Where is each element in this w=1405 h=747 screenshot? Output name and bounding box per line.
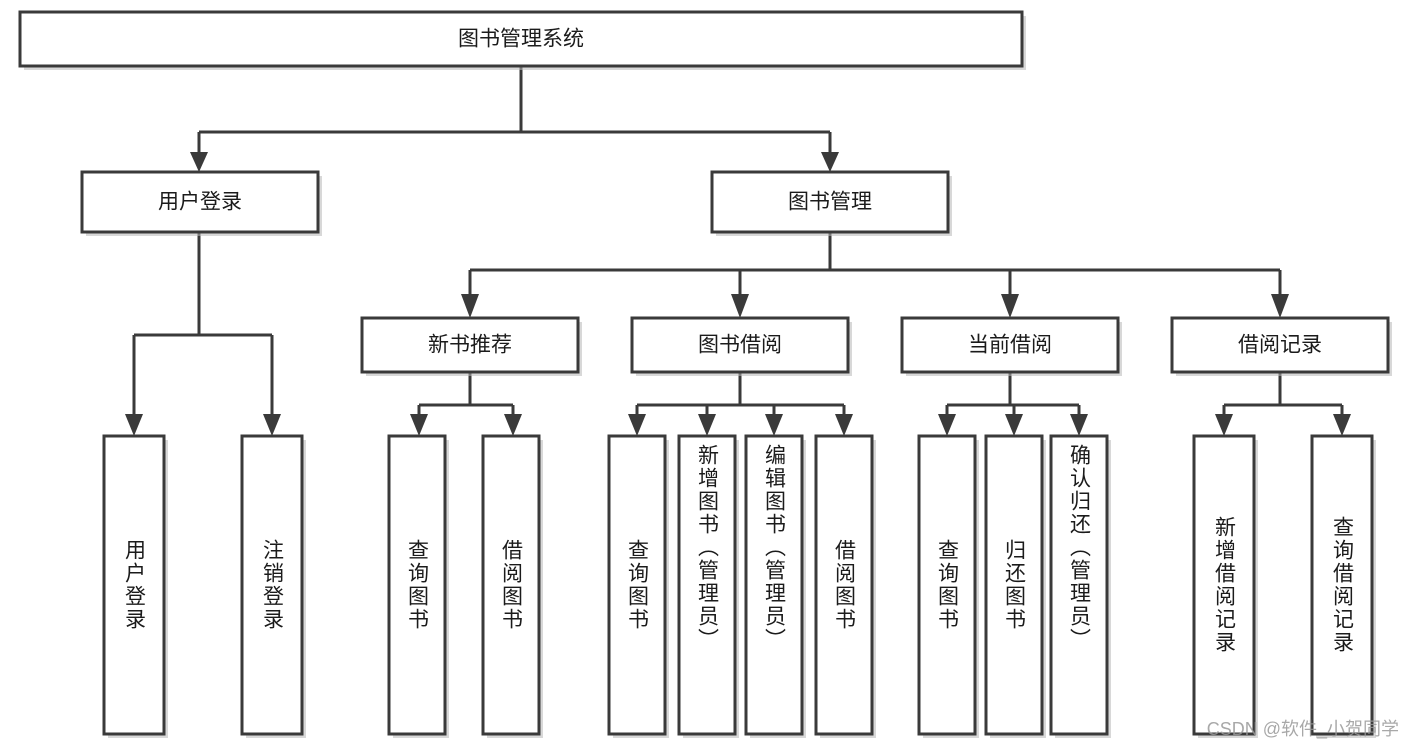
current-borrow-node-box[interactable] [900,316,1120,374]
new-book-node-box[interactable] [360,316,580,374]
book-borrow-node-box[interactable] [630,316,850,374]
arrow-to-book-borrow [731,294,749,318]
leaf-box-br-add[interactable] [1192,434,1256,736]
arrow-book-borrow-leaf2 [698,414,716,436]
arrow-borrow-record-leaf1 [1215,414,1233,436]
leaf-box-logout[interactable] [240,434,304,736]
connector-group [125,66,1351,436]
arrow-new-book-leaf2 [504,414,522,436]
leaf-box-bb-add[interactable] [677,434,737,736]
leaf-box-bb-edit[interactable] [744,434,804,736]
arrow-new-book-leaf1 [410,414,428,436]
leaf-box-cb-return[interactable] [984,434,1044,736]
leaf-box-cb-query[interactable] [917,434,977,736]
arrow-current-borrow-leaf2 [1005,414,1023,436]
book-manage-node-label: 图书管理 [788,191,872,214]
leaf-box-nb-borrow[interactable] [481,434,541,736]
watermark-text: CSDN @软件_小贺同学 [1206,719,1399,739]
user-login-node-label: 用户登录 [158,191,242,214]
arrow-user-login-leaf1 [125,414,143,436]
arrow-to-book-manage [821,152,839,172]
arrow-borrow-record-leaf2 [1333,414,1351,436]
leaf-box-bb-borrow[interactable] [814,434,874,736]
arrow-book-borrow-leaf1 [628,414,646,436]
leaf-box-bb-query[interactable] [607,434,667,736]
arrow-current-borrow-leaf1 [938,414,956,436]
user-login-node-box[interactable] [80,170,320,234]
book-manage-node-box[interactable] [710,170,950,234]
node-box-group [18,10,1392,738]
book-borrow-node-label: 图书借阅 [698,334,782,357]
arrow-to-current-borrow [1001,294,1019,318]
borrow-record-node-label: 借阅记录 [1238,334,1322,357]
root-node-box[interactable] [18,10,1024,68]
leaf-box-br-query[interactable] [1310,434,1374,736]
horizontal-label-group: 图书管理系统 用户登录 图书管理 新书推荐 图书借阅 当前借阅 借阅记录 [158,28,1322,357]
leaf-box-user-login[interactable] [102,434,166,736]
arrow-to-borrow-record [1271,294,1289,318]
arrow-book-borrow-leaf3 [765,414,783,436]
current-borrow-node-label: 当前借阅 [968,334,1052,357]
arrow-to-user-login [190,152,208,172]
root-node-label: 图书管理系统 [458,28,584,51]
arrow-to-new-book [461,294,479,318]
leaf-box-cb-confirm[interactable] [1049,434,1109,736]
new-book-node-label: 新书推荐 [428,334,512,357]
arrow-current-borrow-leaf3 [1070,414,1088,436]
arrow-book-borrow-leaf4 [835,414,853,436]
arrow-user-login-leaf2 [263,414,281,436]
leaf-box-nb-query[interactable] [387,434,447,736]
borrow-record-node-box[interactable] [1170,316,1390,374]
